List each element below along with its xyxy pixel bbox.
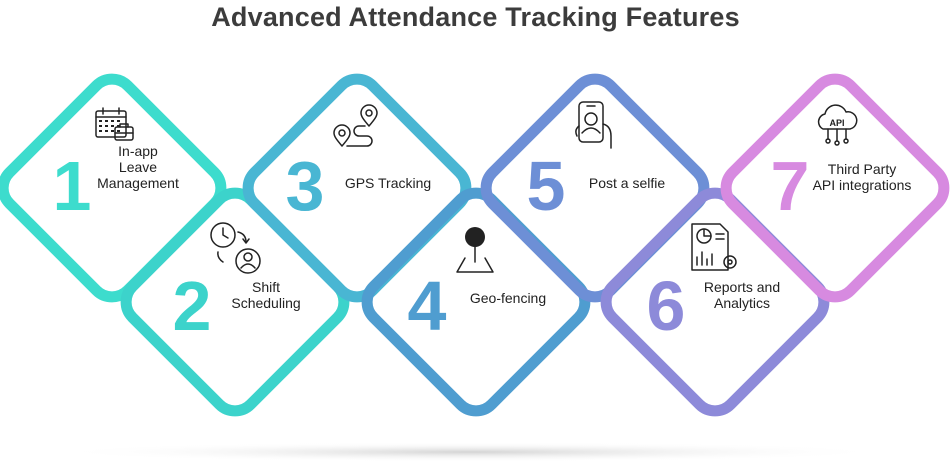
feature-1-number: 1 — [53, 147, 92, 225]
feature-4-number: 4 — [408, 267, 447, 345]
feature-4-label: Geo-fencing — [470, 290, 546, 306]
floor-shadow — [50, 442, 890, 462]
feature-3-number: 3 — [286, 147, 325, 225]
clock-user-icon — [210, 222, 261, 274]
gps-route-icon — [333, 104, 378, 147]
cloud-api-icon: API — [817, 104, 858, 146]
feature-6-number: 6 — [647, 267, 686, 345]
report-analytics-icon — [691, 223, 737, 271]
phone-selfie-icon — [575, 101, 612, 149]
feature-7-diamond — [720, 73, 950, 303]
feature-2-number: 2 — [173, 267, 212, 345]
calendar-briefcase-icon — [95, 107, 134, 141]
page-title: Advanced Attendance Tracking Features — [211, 2, 740, 32]
feature-3-label: GPS Tracking — [345, 175, 431, 191]
map-pin-icon — [456, 227, 494, 273]
api-icon-text: API — [829, 118, 844, 128]
feature-7-number: 7 — [771, 147, 810, 225]
feature-5-number: 5 — [527, 147, 566, 225]
feature-5-label: Post a selfie — [589, 175, 665, 191]
